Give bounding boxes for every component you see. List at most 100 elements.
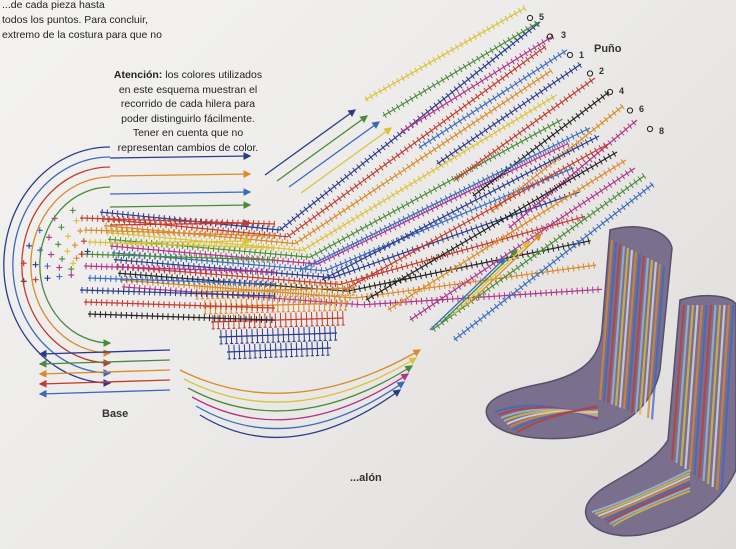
stitch-marks bbox=[105, 67, 554, 247]
direction-arrow bbox=[38, 349, 171, 358]
stitch-marks bbox=[227, 341, 330, 360]
note-line: los colores utilizados bbox=[162, 69, 263, 81]
direction-arrow bbox=[465, 233, 542, 307]
sock-stripe bbox=[711, 304, 726, 488]
stitch-row bbox=[79, 289, 276, 297]
sock-stripe bbox=[684, 304, 699, 470]
stitch-marks bbox=[219, 326, 338, 345]
toe-stitch bbox=[59, 255, 66, 262]
toe-stitch bbox=[68, 266, 75, 273]
direction-arrow bbox=[276, 115, 369, 182]
sock-stripe bbox=[494, 404, 599, 421]
toe-stitch bbox=[45, 234, 52, 241]
toe-stitch bbox=[68, 272, 75, 279]
direction-arrow bbox=[199, 389, 402, 438]
sock-stripe bbox=[591, 469, 691, 513]
direction-arrow bbox=[453, 241, 530, 315]
note-line: recorrido de cada hilera para bbox=[120, 98, 256, 110]
sock-stripe bbox=[610, 245, 626, 405]
stitch-row bbox=[436, 63, 582, 165]
intro-line: ...de cada pieza hasta bbox=[2, 0, 105, 11]
toe-stitch bbox=[44, 263, 51, 270]
direction-arrow bbox=[109, 219, 252, 227]
sock-stripe bbox=[675, 304, 690, 464]
sock-stripe bbox=[603, 481, 691, 521]
direction-arrow bbox=[300, 127, 393, 194]
stitch-row bbox=[119, 264, 597, 299]
row-number: 6 bbox=[639, 104, 645, 114]
stitch-row bbox=[87, 277, 276, 285]
note-line: en este esquema muestran el bbox=[118, 83, 258, 96]
stitch-marks bbox=[89, 274, 273, 288]
toe-stitch bbox=[65, 233, 72, 240]
direction-arrow bbox=[191, 373, 410, 421]
sock-stripe bbox=[720, 304, 735, 494]
direction-arrow bbox=[3, 146, 112, 387]
stitch-marks bbox=[365, 150, 617, 302]
stitch-row bbox=[226, 347, 332, 353]
toe-stitch bbox=[56, 273, 63, 280]
direction-arrow bbox=[179, 349, 422, 394]
row-end-marker bbox=[586, 70, 594, 77]
direction-arrow bbox=[109, 170, 252, 178]
intro-line: extremo de la costura para que no bbox=[2, 29, 162, 41]
toe-stitch bbox=[56, 264, 63, 271]
heel-label: ...alón bbox=[350, 472, 382, 484]
stitch-marks bbox=[321, 134, 598, 283]
sock-stripe bbox=[598, 239, 614, 401]
attention-note: Atención: los colores utilizados en este… bbox=[88, 68, 288, 155]
toe-stitch bbox=[84, 248, 91, 255]
direction-arrow bbox=[183, 357, 418, 403]
attention-label: Atención: bbox=[113, 69, 163, 81]
row-end-marker bbox=[646, 125, 654, 133]
sock-stripe bbox=[500, 408, 599, 419]
stitch-marks bbox=[400, 33, 555, 134]
direction-arrow bbox=[441, 249, 518, 323]
toe-stitch bbox=[80, 238, 87, 245]
sock-stripe bbox=[702, 304, 717, 482]
row-end-marker bbox=[546, 33, 554, 40]
stitch-marks bbox=[418, 49, 566, 150]
sock-stripe bbox=[650, 265, 666, 420]
stitch-marks bbox=[299, 126, 589, 273]
sock-stripe bbox=[626, 253, 642, 411]
sock-stripe bbox=[679, 304, 695, 467]
direction-arrow bbox=[38, 379, 171, 388]
direction-arrow bbox=[38, 389, 171, 398]
row-end-marker bbox=[526, 14, 534, 22]
stitch-row bbox=[105, 94, 558, 252]
intro-line: todos los puntos. Para concluir, bbox=[2, 14, 148, 26]
toe-stitch bbox=[44, 275, 51, 282]
stitch-row bbox=[382, 21, 540, 117]
toe-stitch bbox=[26, 242, 33, 249]
base-label: Base bbox=[102, 408, 129, 420]
sock-stripe bbox=[614, 247, 630, 407]
row-end-marker bbox=[626, 107, 634, 114]
note-line: representan cambios de color. bbox=[117, 141, 259, 154]
row-number: 2 bbox=[599, 66, 605, 76]
direction-arrow bbox=[39, 186, 112, 347]
row-number: 1 bbox=[579, 50, 585, 60]
stitch-row bbox=[364, 7, 526, 101]
sock-stripe bbox=[606, 243, 622, 404]
stitch-row bbox=[79, 253, 276, 261]
toe-stitch bbox=[64, 248, 71, 255]
toe-stitch bbox=[73, 255, 80, 262]
row-end-marker bbox=[606, 88, 614, 96]
toe-stitch bbox=[48, 251, 55, 258]
stitch-marks bbox=[85, 226, 274, 240]
stitch-marks bbox=[85, 298, 274, 312]
row-number: 4 bbox=[619, 86, 625, 96]
direction-arrow bbox=[109, 201, 252, 209]
stitch-marks bbox=[195, 281, 355, 300]
sock-stripe bbox=[715, 304, 731, 491]
sock-stripe bbox=[622, 251, 638, 410]
stitch-row bbox=[99, 21, 541, 231]
stitch-marks bbox=[387, 159, 626, 312]
stitch-marks bbox=[85, 262, 274, 276]
stitch-marks bbox=[107, 94, 555, 254]
toe-stitch bbox=[55, 241, 62, 248]
toe-stitch bbox=[73, 217, 80, 224]
